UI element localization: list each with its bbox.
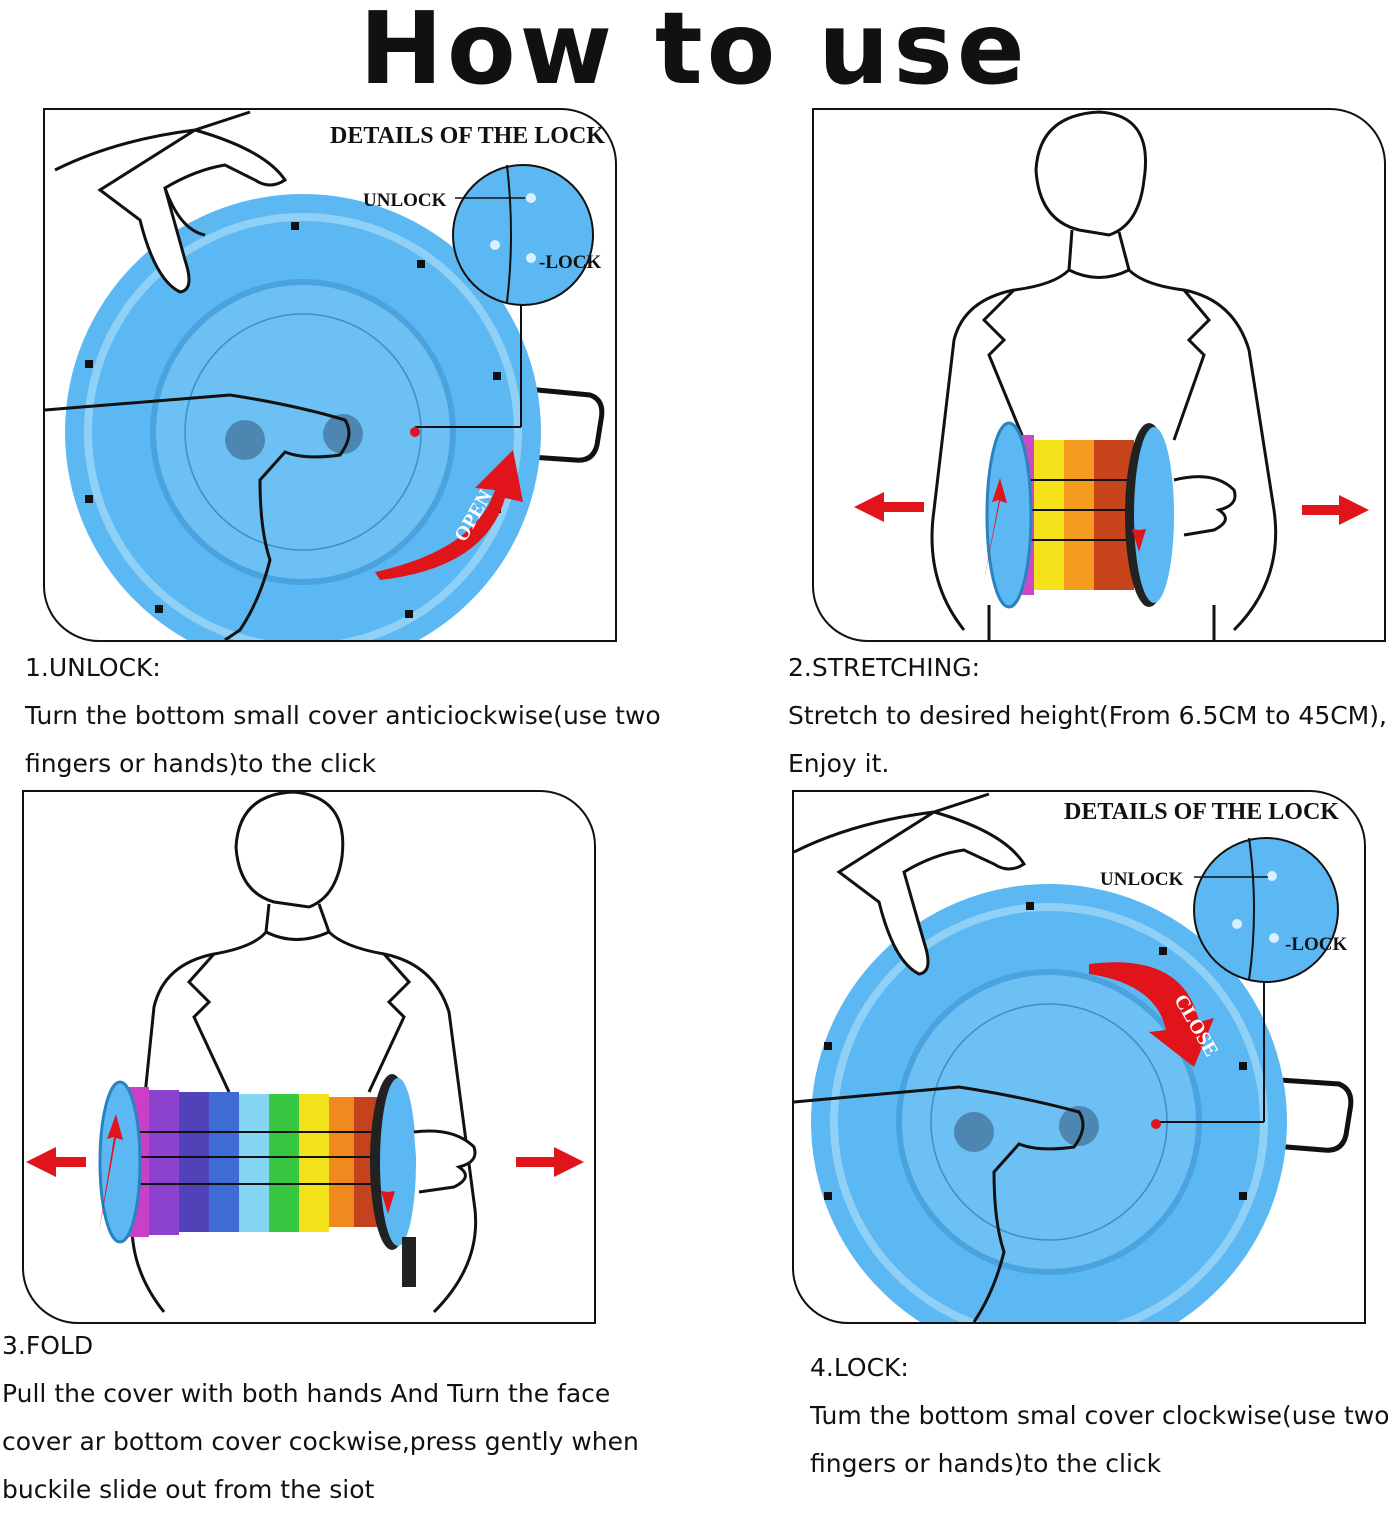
lock-detail-circle — [452, 164, 594, 306]
page-title: How to use — [359, 0, 1029, 107]
step-2-line-1: Stretch to desired height(From 6.5CM to … — [788, 701, 1387, 730]
step-4-line-1: Tum the bottom smal cover clockwise(use … — [810, 1401, 1388, 1430]
step-3-caption: 3.FOLD Pull the cover with both hands An… — [2, 1322, 639, 1514]
step-3-line-3: buckile slide out from the siot — [2, 1475, 375, 1504]
step-1-line-1: Turn the bottom small cover anticiockwis… — [25, 701, 661, 730]
step-3-line-1: Pull the cover with both hands And Turn … — [2, 1379, 611, 1408]
right-arrow — [516, 1147, 584, 1177]
lock-details-heading: DETAILS OF THE LOCK — [1064, 799, 1339, 825]
left-arrow — [854, 492, 924, 522]
lock-illustration: CLOSE DETAILS OF THE LOCK UNLOCK -LOCK — [794, 792, 1354, 1322]
close-arrow — [1089, 962, 1214, 1067]
fold-illustration — [26, 792, 584, 1314]
step-4-caption: 4.LOCK: Tum the bottom smal cover clockw… — [810, 1344, 1388, 1488]
right-arrow — [1302, 495, 1369, 525]
lock-illustration-panel: CLOSE DETAILS OF THE LOCK UNLOCK -LOCK — [792, 790, 1366, 1324]
stretching-illustration-panel — [812, 108, 1386, 642]
left-arrow — [26, 1147, 86, 1177]
step-4-line-2: fingers or hands)to the click — [810, 1449, 1162, 1478]
lock-label: -LOCK — [1285, 934, 1348, 955]
step-1-heading: 1.UNLOCK: — [25, 653, 161, 682]
step-3-heading: 3.FOLD — [2, 1331, 94, 1360]
lock-detail-circle — [1193, 837, 1339, 983]
step-4-heading: 4.LOCK: — [810, 1353, 909, 1382]
unlock-label: UNLOCK — [363, 190, 447, 211]
unlock-illustration-panel: OPEN DETAILS OF THE LOCK UNLOCK -LOCK — [43, 108, 617, 642]
unlock-illustration: OPEN DETAILS OF THE LOCK UNLOCK -LOCK — [45, 110, 605, 640]
step-2-line-2: Enjoy it. — [788, 749, 890, 778]
unlock-label: UNLOCK — [1100, 869, 1184, 890]
step-2-caption: 2.STRETCHING: Stretch to desired height(… — [788, 644, 1387, 788]
lock-details-heading: DETAILS OF THE LOCK — [330, 123, 605, 149]
step-1-caption: 1.UNLOCK: Turn the bottom small cover an… — [25, 644, 661, 788]
stretching-illustration — [854, 110, 1369, 640]
step-2-heading: 2.STRETCHING: — [788, 653, 981, 682]
step-1-line-2: fingers or hands)to the click — [25, 749, 377, 778]
lock-label: -LOCK — [539, 252, 602, 273]
fold-illustration-panel — [22, 790, 596, 1324]
open-arrow — [375, 450, 523, 580]
step-3-line-2: cover ar bottom cover cockwise,press gen… — [2, 1427, 639, 1456]
